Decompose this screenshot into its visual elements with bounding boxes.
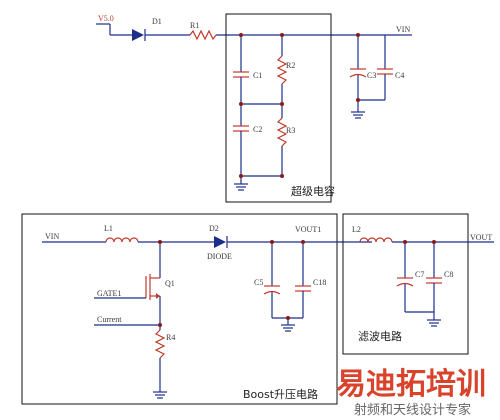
filter-section: 滤波电路 L2 VOUT C7 C8 — [342, 213, 494, 355]
capacitor-c18 — [295, 285, 311, 292]
r4-label: R4 — [166, 333, 175, 342]
inductor-l2 — [359, 237, 393, 243]
watermark-brand: 易迪拓培训 — [336, 367, 486, 402]
mosfet-q1 — [145, 274, 160, 300]
vout1-label: VOUT1 — [295, 225, 321, 234]
resistor-r2 — [276, 55, 288, 85]
d2-label: D2 — [209, 224, 219, 233]
c2-label: C2 — [253, 125, 262, 134]
watermark-tagline: 射频和天线设计专家 — [354, 402, 471, 418]
v5-label: V5.0 — [98, 14, 114, 23]
ground-icon — [351, 100, 365, 119]
resistor-r3 — [276, 117, 288, 147]
capacitor-c8 — [426, 277, 442, 284]
filter-box — [342, 213, 469, 355]
r1-label: R1 — [190, 21, 199, 30]
c3-label: C3 — [367, 71, 376, 80]
vin-left-label: VIN — [45, 232, 59, 241]
filter-block-label: 滤波电路 — [358, 330, 402, 343]
c5-label: C5 — [254, 278, 263, 287]
r2-label: R2 — [286, 61, 295, 70]
vout-label: VOUT — [470, 233, 492, 242]
gate1-label: GATE1 — [97, 289, 121, 298]
diode-label: DIODE — [207, 252, 232, 261]
l1-label: L1 — [104, 224, 113, 233]
boost-section: Boost升压电路 VIN L1 D2 DIODE VOUT1 Q1 GATE1 — [21, 213, 372, 405]
resistor-r4 — [154, 329, 166, 359]
capacitor-c2 — [233, 125, 249, 132]
capacitor-c3 — [349, 68, 367, 78]
c18-label: C18 — [313, 278, 326, 287]
capacitor-c1 — [233, 71, 249, 78]
d1-label: D1 — [152, 17, 162, 26]
inductor-l1 — [105, 237, 139, 243]
q1-label: Q1 — [165, 279, 175, 288]
r3-label: R3 — [286, 126, 295, 135]
ground-icon — [234, 176, 248, 191]
boost-box — [21, 213, 338, 405]
l2-label: L2 — [352, 225, 361, 234]
c7-label: C7 — [415, 270, 424, 279]
c1-label: C1 — [253, 71, 262, 80]
c4-label: C4 — [395, 71, 404, 80]
capacitor-c5 — [263, 285, 281, 295]
ground-icon — [153, 391, 167, 399]
boost-block-label: Boost升压电路 — [243, 388, 318, 401]
supercap-box — [225, 13, 332, 203]
resistor-r1 — [189, 29, 217, 41]
current-label: Current — [97, 315, 122, 324]
watermark-logo: 易迪拓培训 射频和天线设计专家 — [336, 367, 486, 418]
ground-icon — [427, 312, 441, 327]
capacitor-c7 — [396, 277, 414, 287]
diode-d1 — [132, 29, 146, 41]
c8-label: C8 — [444, 270, 453, 279]
capacitor-c4 — [377, 68, 393, 75]
diode-d2 — [214, 236, 228, 248]
supercap-section: V5.0 D1 R1 VIN 超级电容 C1 — [96, 13, 412, 203]
supercap-block-label: 超级电容 — [291, 184, 335, 198]
vin-top-label: VIN — [396, 25, 410, 34]
